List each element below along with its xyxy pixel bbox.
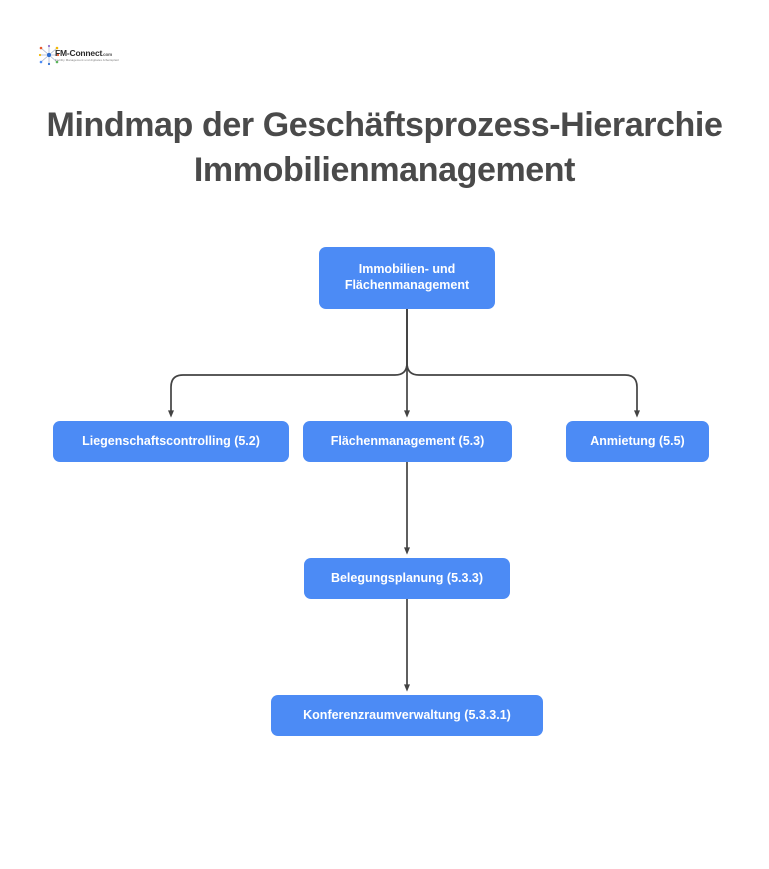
brand-name: FM-Connect.com <box>55 48 113 58</box>
node-belegungsplanung[interactable]: Belegungsplanung (5.3.3) <box>304 558 510 599</box>
node-konferenzraumverwaltung[interactable]: Konferenzraumverwaltung (5.3.3.1) <box>271 695 543 736</box>
node-flaechenmanagement[interactable]: Flächenmanagement (5.3) <box>303 421 512 462</box>
node-liegenschaftscontrolling[interactable]: Liegenschaftscontrolling (5.2) <box>53 421 289 462</box>
node-55-label: Anmietung (5.5) <box>590 433 685 448</box>
node-root-label-line2: Flächenmanagement <box>344 278 470 292</box>
edge-root-to-52 <box>167 309 408 418</box>
brand-tld: .com <box>102 52 113 57</box>
node-root-label: Immobilien- und Flächenmanagement <box>345 262 469 293</box>
node-anmietung[interactable]: Anmietung (5.5) <box>566 421 709 462</box>
node-root-label-line1: Immobilien- und <box>358 262 456 277</box>
node-52-label: Liegenschaftscontrolling (5.2) <box>82 433 260 448</box>
page-title: Mindmap der Geschäftsprozess-Hierarchie … <box>46 105 723 189</box>
network-nodes-icon <box>38 44 60 66</box>
node-53-label: Flächenmanagement (5.3) <box>330 433 485 448</box>
edge-root-to-55 <box>406 309 640 418</box>
node-5331-label: Konferenzraumverwaltung (5.3.3.1) <box>303 707 511 722</box>
node-533-label: Belegungsplanung (5.3.3) <box>330 570 484 585</box>
brand-tagline: Facility Management und digitales Arbeit… <box>55 57 120 62</box>
brand-logo: FM-Connect.com Facility Management und d… <box>38 44 119 68</box>
node-immobilien-und-flaechenmanagement[interactable]: Immobilien- und Flächenmanagement <box>319 247 495 309</box>
brand-logo-text: FM-Connect.com Facility Management und d… <box>55 49 119 62</box>
